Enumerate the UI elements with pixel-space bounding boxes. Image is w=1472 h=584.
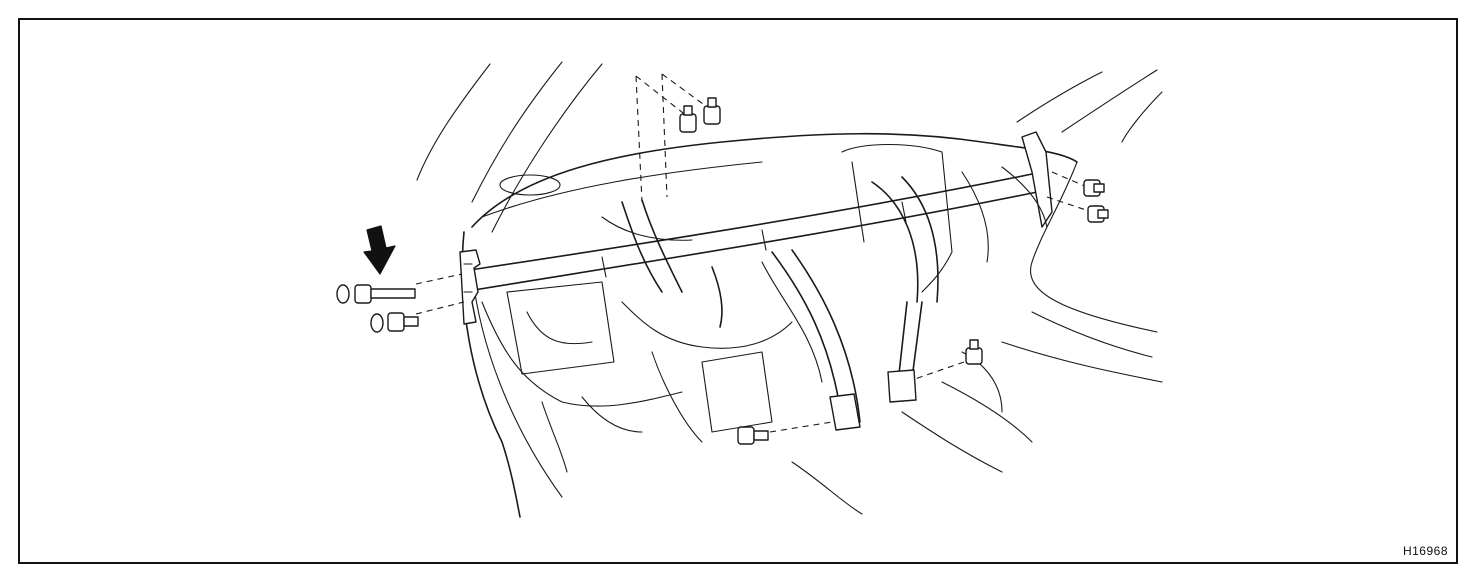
bolt-icon [1083, 179, 1105, 197]
figure-id-label: H16968 [1402, 544, 1448, 558]
bolt-lower-center [737, 421, 833, 445]
diagram-frame: H16968 [18, 18, 1458, 564]
instrument-panel-reinforcement-illustration [336, 61, 1163, 518]
bolt-top-pair [635, 73, 721, 203]
lower-panel [481, 281, 1033, 515]
dashboard-body [461, 132, 1163, 518]
bolt-lower-right [911, 339, 983, 381]
bolt-icon [679, 105, 697, 133]
windshield-lines [416, 61, 1163, 233]
bolt-right-pair [1046, 171, 1109, 223]
bolt-icon [1087, 205, 1109, 223]
bolt-icon [965, 339, 983, 365]
center-braces [601, 144, 953, 431]
bolt-left-washer-set [336, 273, 465, 333]
long-bolt-icon [336, 284, 416, 304]
bolt-icon [703, 97, 721, 125]
short-bolt-icon [370, 312, 419, 333]
right-side-bracket [961, 131, 1053, 263]
left-side-bracket [459, 249, 481, 325]
down-arrow-icon [363, 225, 396, 275]
bolt-icon [737, 426, 769, 445]
reinforcement-cross-tube [469, 171, 1048, 291]
